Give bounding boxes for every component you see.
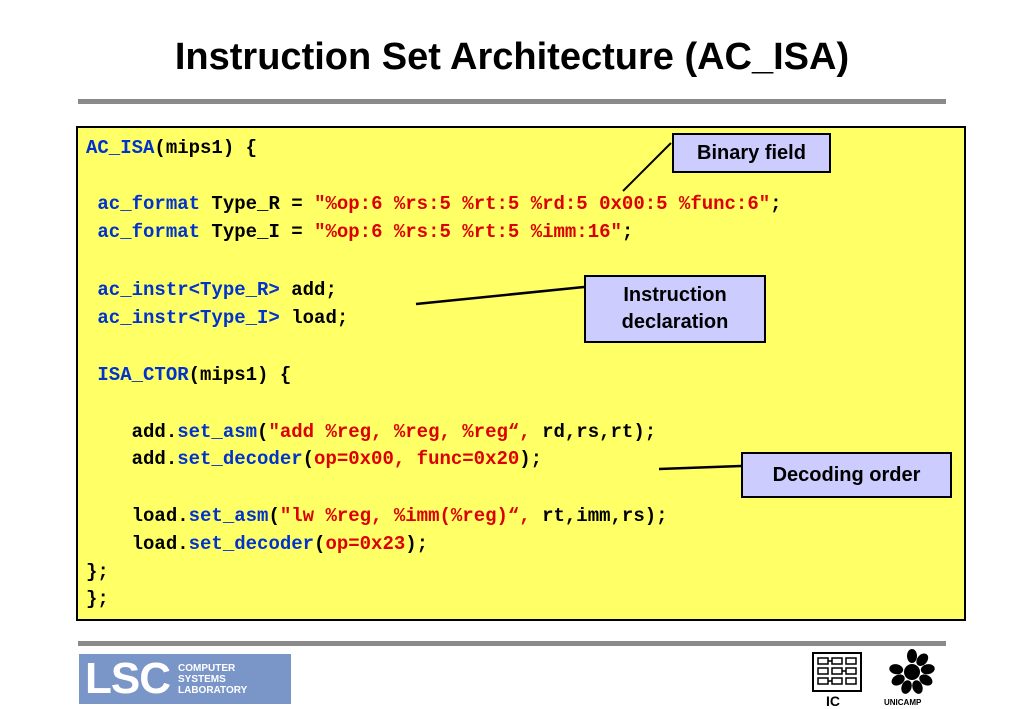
code-line: AC_ISA(mips1) { <box>86 137 258 159</box>
lsc-logo-letters: LSC <box>85 654 171 703</box>
code-line: }; <box>86 561 109 583</box>
lsc-logo-line: COMPUTER <box>178 662 236 674</box>
code-line: load.set_asm("lw %reg, %imm(%reg)“, rt,i… <box>131 505 668 527</box>
decoding-order-leader <box>658 464 742 471</box>
code-line: ISA_CTOR(mips1) { <box>97 364 292 386</box>
decoding-order-callout: Decoding order <box>741 452 952 498</box>
ic-logo-icon <box>812 652 862 692</box>
callout-label: declaration <box>621 311 729 333</box>
code-line: }; <box>86 588 109 610</box>
code-line: ac_format Type_R = "%op:6 %rs:5 %rt:5 %r… <box>97 193 782 215</box>
slide-title: Instruction Set Architecture (AC_ISA) <box>174 36 850 78</box>
binary-field-leader <box>622 142 672 192</box>
unicamp-logo-icon <box>889 649 935 694</box>
lsc-logo-line: LABORATORY <box>178 684 248 696</box>
callout-label: Instruction <box>623 284 727 306</box>
lsc-logo-line: SYSTEMS <box>178 673 226 685</box>
code-line: load.set_decoder(op=0x23); <box>131 533 429 555</box>
code-block: AC_ISA(mips1) { ac_format Type_R = "%op:… <box>76 126 966 621</box>
code-line: add.set_asm("add %reg, %reg, %reg“, rd,r… <box>131 421 657 443</box>
code-line: ac_instr<Type_I> load; <box>97 307 349 329</box>
unicamp-logo-label: UNICAMP <box>884 698 922 707</box>
ic-logo-label: IC <box>826 693 840 709</box>
instruction-declaration-callout: Instruction declaration <box>584 275 766 343</box>
lsc-logo: LSC COMPUTER SYSTEMS LABORATORY <box>79 654 291 704</box>
binary-field-callout: Binary field <box>672 133 831 173</box>
footer-divider <box>78 641 946 646</box>
instruction-declaration-leader <box>415 285 585 306</box>
code-line: add.set_decoder(op=0x00, func=0x20); <box>131 448 543 470</box>
code-line: ac_format Type_I = "%op:6 %rs:5 %rt:5 %i… <box>97 221 634 243</box>
title-divider <box>78 99 946 104</box>
lsc-logo-words: COMPUTER SYSTEMS LABORATORY <box>178 663 247 696</box>
code-line: ac_instr<Type_R> add; <box>97 279 337 301</box>
